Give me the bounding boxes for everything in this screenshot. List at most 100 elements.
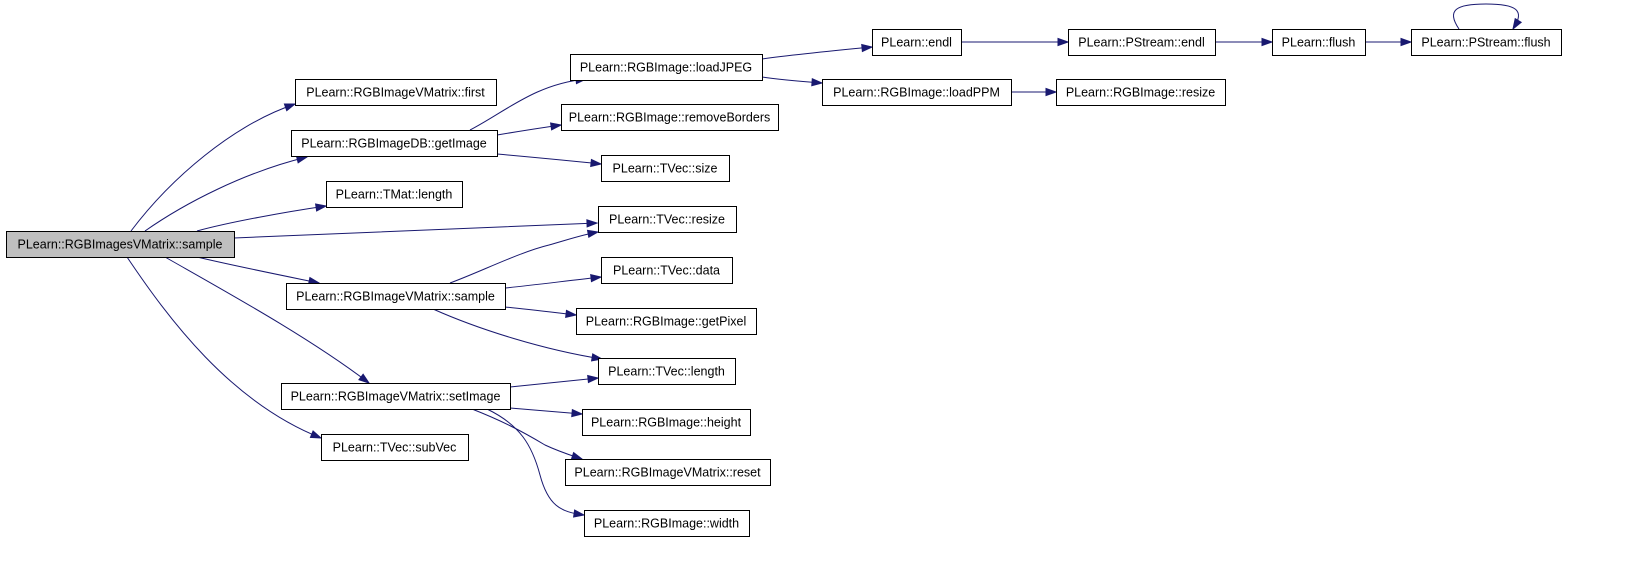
arrowhead-icon xyxy=(861,43,874,53)
node-label: PLearn::RGBImage::resize xyxy=(1066,86,1215,100)
node-label: PLearn::TMat::length xyxy=(336,188,453,202)
node-box xyxy=(601,257,733,284)
node-box xyxy=(872,29,962,56)
node-label: PLearn::TVec::size xyxy=(613,162,718,176)
edge-root-to-tmat-length xyxy=(196,203,328,232)
node-label: PLearn::RGBImagesVMatrix::sample xyxy=(18,238,223,252)
edge-ivm-sample-to-tvec-resize xyxy=(449,229,600,284)
arrowhead-icon xyxy=(283,103,297,112)
node-label: PLearn::RGBImage::loadJPEG xyxy=(580,61,752,75)
edge-flush-to-pstream-flush xyxy=(1365,37,1413,47)
node-box xyxy=(286,283,506,310)
node-label: PLearn::flush xyxy=(1282,36,1356,50)
arrowhead-icon xyxy=(358,373,371,384)
node-label: PLearn::TVec::length xyxy=(608,365,725,379)
node-root[interactable]: PLearn::RGBImagesVMatrix::sample xyxy=(6,231,235,258)
node-label: PLearn::TVec::resize xyxy=(609,213,725,227)
nodes-layer: PLearn::RGBImagesVMatrix::samplePLearn::… xyxy=(6,29,1562,537)
node-img-loadppm[interactable]: PLearn::RGBImage::loadPPM xyxy=(822,79,1012,106)
arrowhead-icon xyxy=(572,509,586,518)
arrowhead-icon xyxy=(314,203,328,212)
node-box xyxy=(584,510,750,537)
node-box xyxy=(601,155,730,182)
node-box xyxy=(326,181,463,208)
node-label: PLearn::RGBImageDB::getImage xyxy=(301,137,487,151)
edge-root-to-ivm-setimage xyxy=(164,256,371,384)
node-label: PLearn::TVec::subVec xyxy=(333,441,457,455)
edge-line xyxy=(130,103,296,232)
node-img-resize[interactable]: PLearn::RGBImage::resize xyxy=(1056,79,1226,106)
node-tvec-data[interactable]: PLearn::TVec::data xyxy=(601,257,733,284)
node-ivm-sample[interactable]: PLearn::RGBImageVMatrix::sample xyxy=(286,283,506,310)
node-label: PLearn::RGBImageVMatrix::reset xyxy=(574,466,761,480)
node-label: PLearn::PStream::endl xyxy=(1078,36,1204,50)
node-db-getimage[interactable]: PLearn::RGBImageDB::getImage xyxy=(291,130,498,157)
edge-root-to-ivm-sample xyxy=(196,256,321,286)
node-box xyxy=(1068,29,1216,56)
edge-line xyxy=(471,408,583,460)
node-pstream-flush[interactable]: PLearn::PStream::flush xyxy=(1411,29,1562,56)
node-tmat-length[interactable]: PLearn::TMat::length xyxy=(326,181,463,208)
node-box xyxy=(598,206,737,233)
node-box xyxy=(598,358,736,385)
node-pstream-endl[interactable]: PLearn::PStream::endl xyxy=(1068,29,1216,56)
arrowhead-icon xyxy=(1261,37,1274,47)
node-label: PLearn::RGBImage::loadPPM xyxy=(833,86,1000,100)
edge-ivm-setimage-to-tvec-length xyxy=(509,374,600,388)
node-label: PLearn::RGBImageVMatrix::first xyxy=(306,86,485,100)
node-tvec-resize[interactable]: PLearn::TVec::resize xyxy=(598,206,737,233)
arrowhead-icon xyxy=(586,219,599,228)
arrowhead-icon xyxy=(550,122,563,131)
node-label: PLearn::RGBImage::removeBorders xyxy=(569,111,770,125)
node-tvec-size[interactable]: PLearn::TVec::size xyxy=(601,155,730,182)
edge-line xyxy=(761,46,873,60)
node-endl[interactable]: PLearn::endl xyxy=(872,29,962,56)
node-box xyxy=(1272,29,1366,56)
node-box xyxy=(1411,29,1562,56)
node-flush[interactable]: PLearn::flush xyxy=(1272,29,1366,56)
arrowhead-icon xyxy=(565,309,578,318)
node-label: PLearn::RGBImage::width xyxy=(594,517,739,531)
arrowhead-icon xyxy=(295,155,309,164)
edge-img-loadjpeg-to-endl xyxy=(761,43,874,60)
edge-line xyxy=(196,256,320,284)
node-box xyxy=(822,79,1012,106)
node-label: PLearn::TVec::data xyxy=(613,264,720,278)
node-tvec-length[interactable]: PLearn::TVec::length xyxy=(598,358,736,385)
edge-root-to-ivm-first xyxy=(130,103,297,232)
node-box xyxy=(295,79,497,106)
edge-line xyxy=(496,153,602,165)
edge-line xyxy=(144,156,308,232)
edge-pstream-endl-to-flush xyxy=(1215,37,1274,47)
node-label: PLearn::RGBImage::height xyxy=(591,416,742,430)
arrowhead-icon xyxy=(309,430,323,439)
node-img-loadjpeg[interactable]: PLearn::RGBImage::loadJPEG xyxy=(570,54,763,81)
node-img-getpixel[interactable]: PLearn::RGBImage::getPixel xyxy=(576,308,757,335)
node-img-height[interactable]: PLearn::RGBImage::height xyxy=(582,409,751,436)
node-box xyxy=(321,434,469,461)
edge-line xyxy=(1453,3,1519,30)
arrowhead-icon xyxy=(586,229,600,239)
edge-img-loadppm-to-img-resize xyxy=(1011,87,1058,97)
node-img-width[interactable]: PLearn::RGBImage::width xyxy=(584,510,750,537)
arrowhead-icon xyxy=(1045,87,1058,97)
edge-pstream-flush-to-pstream-flush xyxy=(1453,3,1523,31)
node-tvec-subvec[interactable]: PLearn::TVec::subVec xyxy=(321,434,469,461)
node-box xyxy=(281,383,511,410)
edge-root-to-db-getimage xyxy=(144,155,309,232)
edge-root-to-tvec-resize xyxy=(233,219,599,239)
node-ivm-setimage[interactable]: PLearn::RGBImageVMatrix::setImage xyxy=(281,383,511,410)
node-label: PLearn::RGBImage::getPixel xyxy=(586,315,747,329)
node-box xyxy=(6,231,235,258)
node-box xyxy=(570,54,763,81)
edge-db-getimage-to-tvec-size xyxy=(496,153,603,168)
edge-endl-to-pstream-endl xyxy=(961,37,1070,47)
edge-ivm-setimage-to-img-width xyxy=(486,408,586,518)
edge-db-getimage-to-img-removeborders xyxy=(496,122,563,136)
edge-line xyxy=(126,256,322,439)
node-ivm-first[interactable]: PLearn::RGBImageVMatrix::first xyxy=(295,79,497,106)
arrowhead-icon xyxy=(587,374,600,384)
edge-line xyxy=(164,256,370,384)
node-img-removeborders[interactable]: PLearn::RGBImage::removeBorders xyxy=(561,104,779,131)
node-ivm-reset[interactable]: PLearn::RGBImageVMatrix::reset xyxy=(565,459,771,486)
